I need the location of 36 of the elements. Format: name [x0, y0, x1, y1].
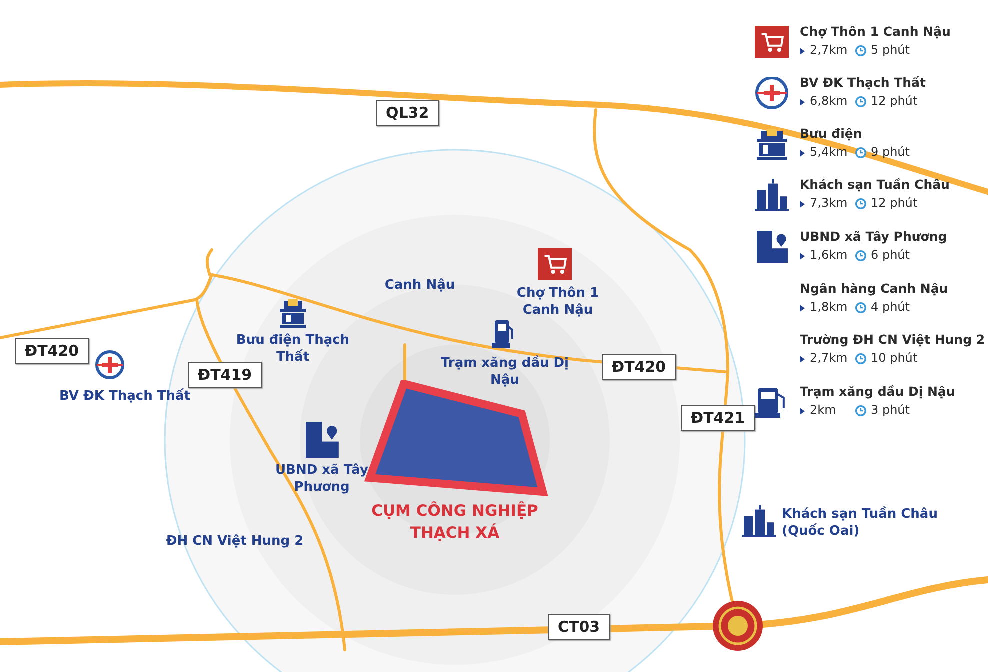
road-number-plate: ĐT419 — [188, 362, 262, 388]
place-name: Chợ Thôn 1 Canh Nậu — [800, 24, 951, 39]
place-label: Chợ Thôn 1 Canh Nậu — [516, 285, 600, 319]
distance-text: 1,8km — [810, 300, 848, 314]
distance-text: 6,8km — [810, 94, 848, 108]
distance-text: 2,7km — [810, 351, 848, 365]
road-number-plate: ĐT421 — [681, 405, 756, 431]
place-label: Canh Nậu — [384, 277, 456, 294]
distance-text: 7,3km — [810, 196, 848, 210]
zone-title: CỤM CÔNG NGHIỆP THẠCH XÁ — [370, 500, 540, 544]
place-name: UBND xã Tây Phương — [800, 229, 948, 244]
place-name: Trạm xăng dầu Dị Nậu — [800, 384, 956, 399]
travel-time-text: 12 phút — [871, 196, 918, 210]
travel-time-text: 4 phút — [871, 300, 910, 314]
place-label: Trạm xăng dầu Dị Nậu — [440, 355, 570, 389]
distance-text: 5,4km — [810, 145, 848, 159]
distance-text: 2,7km — [810, 43, 848, 57]
travel-time-text: 12 phút — [871, 94, 918, 108]
place-name: Trường ĐH CN Việt Hung 2 — [800, 332, 986, 347]
travel-time-text: 10 phút — [871, 351, 918, 365]
place-name: Khách sạn Tuần Châu — [800, 177, 950, 192]
place-name: Ngân hàng Canh Nậu — [800, 281, 948, 296]
road-number-plate: CT03 — [548, 614, 610, 640]
travel-time-text: 5 phút — [871, 43, 910, 57]
place-name: BV ĐK Thạch Thất — [800, 75, 926, 90]
place-label: ĐH CN Việt Hung 2 — [165, 533, 305, 550]
distance-text: 2km — [810, 403, 836, 417]
place-label: BV ĐK Thạch Thất — [58, 388, 192, 405]
distance-text: 1,6km — [810, 248, 848, 262]
travel-time-text: 6 phút — [871, 248, 910, 262]
place-name: Bưu điện — [800, 126, 862, 141]
road-number-plate: ĐT420 — [15, 338, 90, 364]
travel-time-text: 3 phút — [871, 403, 910, 417]
road-number-plate: ĐT420 — [602, 354, 676, 380]
place-label: Khách sạn Tuần Châu (Quốc Oai) — [782, 506, 939, 540]
road-number-plate: QL32 — [376, 100, 440, 126]
